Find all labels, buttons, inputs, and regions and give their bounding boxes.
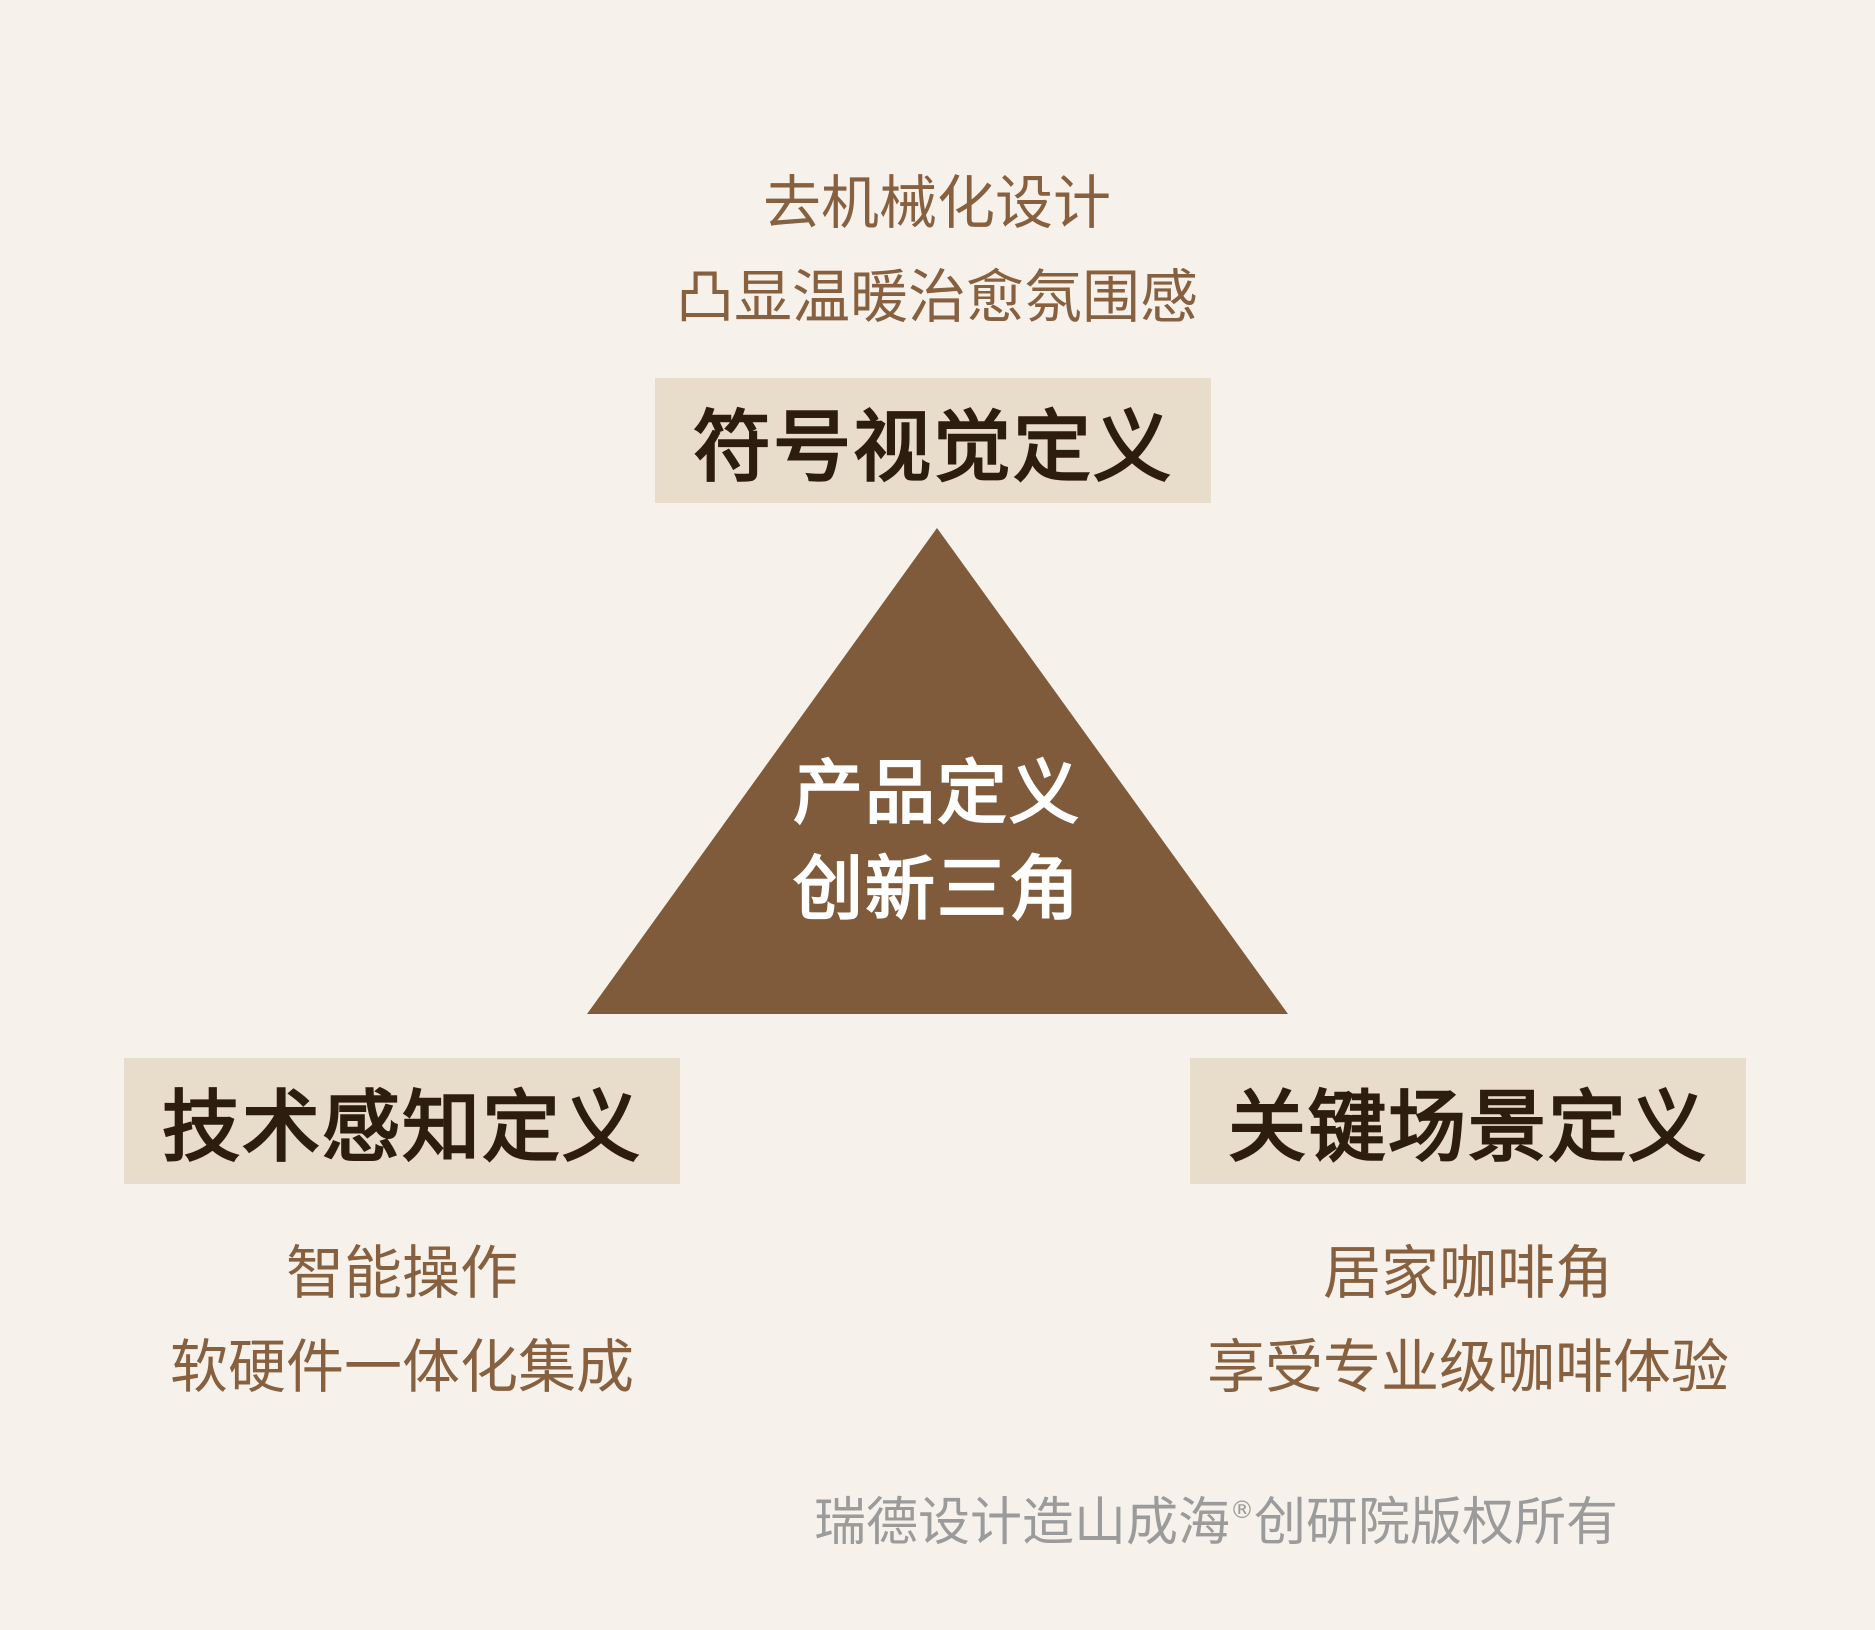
right-description: 居家咖啡角 享受专业级咖啡体验 <box>1118 1226 1818 1414</box>
center-title: 产品定义 创新三角 <box>737 745 1137 937</box>
top-description-line-2: 凸显温暖治愈氛围感 <box>675 263 1198 331</box>
right-label: 关键场景定义 <box>1227 1083 1708 1173</box>
left-description: 智能操作 软硬件一体化集成 <box>102 1226 702 1414</box>
top-label: 符号视觉定义 <box>692 402 1173 493</box>
registered-mark: ® <box>1230 1496 1255 1524</box>
center-title-line-1: 产品定义 <box>793 752 1081 834</box>
left-description-line-1: 智能操作 <box>285 1239 518 1307</box>
copyright-text-after: 创研院版权所有 <box>1254 1493 1619 1553</box>
center-title-line-2: 创新三角 <box>793 848 1081 930</box>
top-description-line-1: 去机械化设计 <box>762 169 1111 237</box>
left-description-line-2: 软硬件一体化集成 <box>169 1333 634 1401</box>
top-label-box: 符号视觉定义 <box>655 378 1211 503</box>
left-label: 技术感知定义 <box>161 1083 642 1173</box>
top-description: 去机械化设计 凸显温暖治愈氛围感 <box>637 156 1237 344</box>
copyright-text-before: 瑞德设计造山成海 <box>814 1493 1231 1553</box>
triangle-shape <box>587 528 1288 1014</box>
copyright-footer: 瑞德设计造山成海®创研院版权所有 <box>814 1480 1618 1555</box>
left-label-box: 技术感知定义 <box>124 1058 680 1184</box>
right-description-line-1: 居家咖啡角 <box>1322 1239 1613 1307</box>
right-description-line-2: 享受专业级咖啡体验 <box>1206 1333 1729 1401</box>
right-label-box: 关键场景定义 <box>1190 1058 1746 1184</box>
